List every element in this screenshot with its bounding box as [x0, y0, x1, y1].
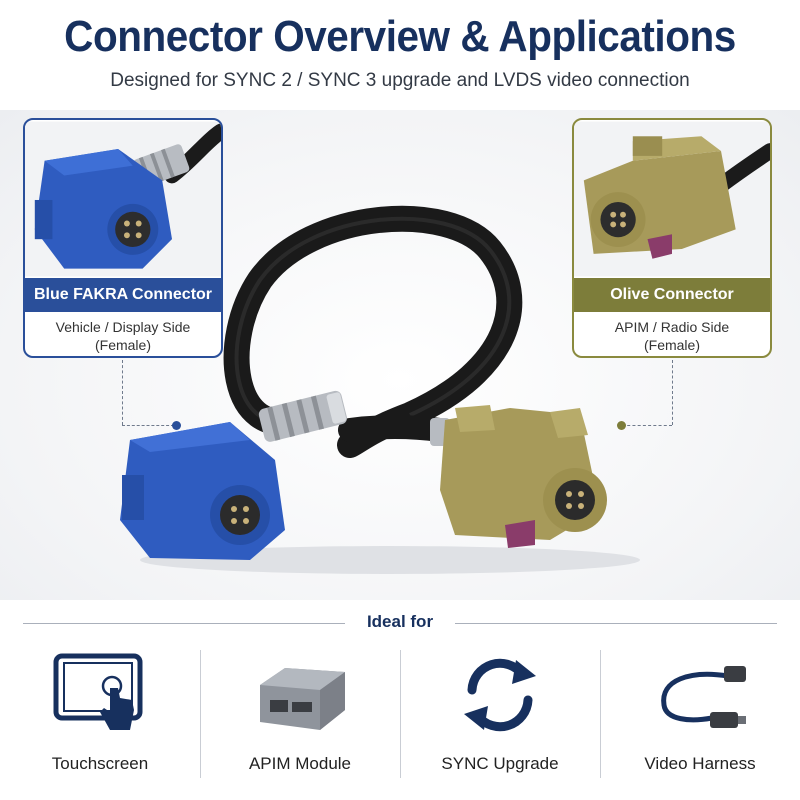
sync-icon: [464, 658, 536, 732]
callout-olive-connector: Olive Connector APIM / Radio Side (Femal…: [572, 118, 772, 358]
ideal-for-line-right: [455, 623, 777, 624]
olive-connector-desc-line2: (Female): [643, 337, 700, 353]
application-label: APIM Module: [248, 754, 352, 773]
application-video-harness: Video Harness: [600, 648, 800, 788]
ideal-for-heading: Ideal for: [366, 612, 434, 631]
application-label: Touchscreen: [51, 754, 149, 773]
olive-connector-label: Olive Connector: [574, 278, 770, 312]
blue-connector-label: Blue FAKRA Connector: [25, 278, 221, 312]
application-apim-module: APIM Module: [200, 648, 400, 788]
olive-callout-leader-horizontal: [622, 425, 672, 426]
application-list: Touchscreen APIM Module SYNC Upgrade Vid…: [0, 648, 800, 788]
blue-callout-leader-horizontal: [122, 425, 174, 426]
cable-assembly-image: [120, 205, 640, 574]
page-title: Connector Overview & Applications: [64, 12, 736, 61]
olive-connector-description: APIM / Radio Side (Female): [574, 318, 770, 354]
blue-callout-leader-vertical: [122, 360, 123, 425]
olive-connector-closeup-image: [574, 121, 770, 277]
apim-module-icon: [260, 668, 345, 730]
application-label: SYNC Upgrade: [441, 754, 559, 773]
blue-connector-closeup-image: [25, 121, 221, 277]
blue-connector-desc-line2: (Female): [94, 337, 151, 353]
olive-callout-leader-vertical: [672, 360, 673, 425]
video-harness-icon: [661, 666, 746, 728]
page-subtitle: Designed for SYNC 2 / SYNC 3 upgrade and…: [110, 70, 690, 91]
application-sync-upgrade: SYNC Upgrade: [400, 648, 600, 788]
blue-callout-leader-dot: [172, 421, 181, 430]
blue-connector-description: Vehicle / Display Side (Female): [25, 318, 221, 354]
olive-connector-desc-line1: APIM / Radio Side: [614, 319, 730, 335]
touchscreen-icon: [53, 653, 143, 730]
ideal-for-line-left: [23, 623, 345, 624]
application-touchscreen: Touchscreen: [0, 648, 200, 788]
ideal-for-divider: Ideal for: [23, 612, 777, 636]
olive-callout-leader-dot: [617, 421, 626, 430]
blue-connector-desc-line1: Vehicle / Display Side: [55, 319, 191, 335]
callout-blue-connector: Blue FAKRA Connector Vehicle / Display S…: [23, 118, 223, 358]
application-label: Video Harness: [644, 754, 756, 773]
